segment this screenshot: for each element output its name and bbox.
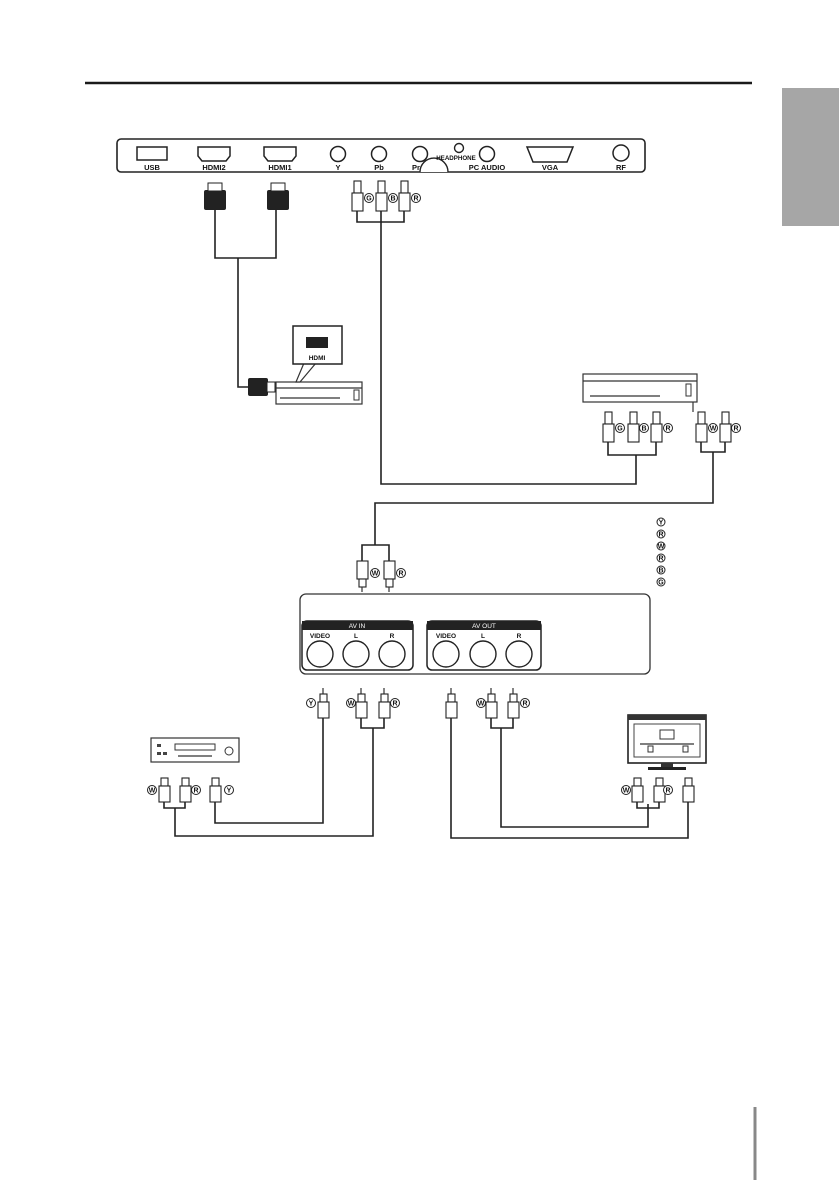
av-out-video-jack [432,640,460,668]
av-in-group: AV IN VIDEO L R [301,620,414,671]
rf-jack [612,144,630,162]
av-out-r-label: R [517,633,522,640]
port-label-pr: Pr [412,163,420,172]
badge-audio-tv-r: R [398,571,403,578]
port-label-hdmi1: HDMI1 [268,163,291,172]
badge-component-src-g: G [617,426,623,433]
component-cable-tv: G B R [351,180,637,485]
usb-port [136,146,168,161]
port-label-vga: VGA [542,163,559,172]
port-label-y: Y [335,163,340,172]
av-in-plugs: Y W R [174,688,400,837]
badge-audio-src-r: R [733,426,738,433]
color-legend: Y R W R B G [656,517,666,587]
hdmi1-port [263,146,297,162]
av-in-l-jack [342,640,370,668]
badge-component-tv-b: B [390,196,395,203]
audio-plugs-source: W R [374,411,741,545]
component-source-device [582,373,698,412]
badge-dvd-y: Y [227,788,232,795]
av-out-title: AV OUT [472,623,496,630]
av-out-video-label: VIDEO [436,633,456,640]
legend-r2: R [658,556,663,563]
hdmi2-port [197,146,231,162]
badge-av-out-w: W [478,701,485,708]
legend-r1: R [658,532,663,539]
badge-component-tv-r: R [413,196,418,203]
port-label-rf: RF [616,163,626,172]
legend-b: B [658,568,663,575]
pb-jack [370,145,388,163]
badge-audio-src-w: W [710,426,717,433]
av-in-r-jack [378,640,406,668]
hdmi-callout-label: HDMI [309,355,326,362]
av-in-r-label: R [390,633,395,640]
badge-monitor-w: W [623,788,630,795]
dvd-player [150,737,240,763]
badge-audio-tv-w: W [372,571,379,578]
y-jack [329,145,347,163]
tv-back-panel: USB HDMI2 HDMI1 Y Pb Pr HEADPHONE PC AUD… [116,138,646,173]
vga-port [525,146,575,163]
av-out-l-jack [469,640,497,668]
av-in-l-label: L [354,633,358,640]
component-plugs-source: G B R [602,411,673,456]
port-label-usb: USB [144,163,160,172]
dvd-plugs: W R Y [147,777,234,809]
badge-av-in-y: Y [309,701,314,708]
av-in-video-label: VIDEO [310,633,330,640]
audio-plugs-tv: W R [356,544,406,592]
av-out-r-jack [505,640,533,668]
pr-jack [411,145,429,163]
av-in-video-jack [306,640,334,668]
monitor-plugs: W R [621,777,695,809]
badge-av-in-w: W [348,701,355,708]
badge-component-src-r: R [665,426,670,433]
av-out-l-label: L [481,633,485,640]
port-label-headphone: HEADPHONE [436,155,476,162]
legend-g: G [658,580,664,587]
badge-av-in-r: R [392,701,397,708]
hdmi-cable [204,182,289,396]
section-tab [782,88,839,226]
headphone-jack [453,142,465,154]
badge-dvd-w: W [149,788,156,795]
av-out-plugs: W R [445,688,689,839]
monitor [627,714,707,770]
hdmi-source-device: HDMI [275,325,363,405]
port-label-hdmi2: HDMI2 [202,163,225,172]
av-in-title: AV IN [349,623,366,630]
badge-monitor-r: R [665,788,670,795]
badge-dvd-r: R [193,788,198,795]
port-label-pb: Pb [374,163,384,172]
legend-y: Y [659,520,664,527]
av-panel: AV IN VIDEO L R AV OUT VIDEO L R [299,593,651,675]
av-out-group: AV OUT VIDEO L R [426,620,542,671]
port-label-pc-audio: PC AUDIO [469,163,506,172]
pc-audio-jack [478,145,496,163]
badge-av-out-r: R [522,701,527,708]
legend-w: W [658,544,665,551]
badge-component-tv-g: G [366,196,372,203]
badge-component-src-b: B [641,426,646,433]
